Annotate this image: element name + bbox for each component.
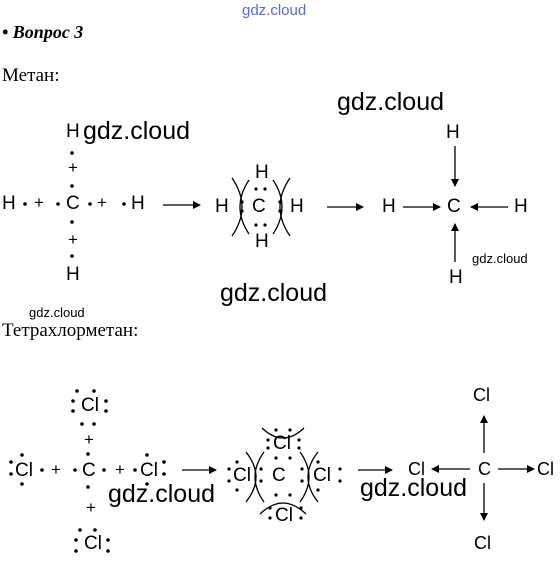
watermark: gdz.cloud <box>220 279 328 307</box>
methane-h-top: H <box>66 121 80 142</box>
methane-h-top: H <box>255 162 269 183</box>
methane-h-left: H <box>382 196 396 217</box>
methane-h-top: H <box>446 122 460 143</box>
methane-plus: + <box>68 230 78 249</box>
ccl4-plus: + <box>115 460 125 479</box>
methane-c-center: C <box>66 193 80 214</box>
methane-h-right: H <box>514 196 528 217</box>
ccl4-cl-right: Cl <box>537 459 554 479</box>
methane-h-bottom: H <box>66 264 80 285</box>
ccl4-c-center: C <box>272 465 286 486</box>
ccl4-cl-bottom: Cl <box>275 505 293 526</box>
ccl4-cl-top: Cl <box>473 385 490 405</box>
methane-plus: + <box>34 193 44 212</box>
ccl4-cl-bottom: Cl <box>84 533 102 554</box>
ccl4-plus: + <box>86 498 96 517</box>
ccl4-cl-left: Cl <box>233 465 251 486</box>
methane-h-bottom: H <box>255 231 269 252</box>
methane-h-left: H <box>215 196 229 217</box>
ccl4-cl-left: Cl <box>15 460 33 481</box>
methane-c-center: C <box>447 196 461 217</box>
methane-h-left: H <box>2 193 16 214</box>
ccl4-title: Тетрахлорметан: <box>2 320 139 341</box>
watermark: gdz.cloud <box>108 480 216 508</box>
ccl4-c-center: C <box>478 459 491 479</box>
watermark: gdz.cloud <box>337 88 445 116</box>
ccl4-plus: + <box>84 430 94 449</box>
methane-h-bottom: H <box>449 267 463 288</box>
methane-title: Метан: <box>2 65 60 86</box>
question-heading: • Вопрос 3 <box>2 22 84 42</box>
methane-h-right: H <box>131 193 145 214</box>
ccl4-plus: + <box>51 460 61 479</box>
ccl4-c-center: C <box>82 460 96 481</box>
ccl4-cl-bottom: Cl <box>474 533 491 553</box>
ccl4-cl-right: Cl <box>140 460 158 481</box>
watermark: gdz.cloud <box>472 251 528 266</box>
watermark-top: gdz.cloud <box>242 2 307 19</box>
methane-plus: + <box>68 158 78 177</box>
watermark: gdz.cloud <box>29 305 85 320</box>
methane-plus: + <box>97 193 107 212</box>
ccl4-cl-right: Cl <box>313 465 331 486</box>
methane-h-right: H <box>290 196 304 217</box>
watermark: gdz.cloud <box>360 474 468 502</box>
methane-c-center: C <box>252 196 266 217</box>
ccl4-cl-left: Cl <box>408 459 425 479</box>
watermark: gdz.cloud <box>83 117 191 145</box>
ccl4-cl-top: Cl <box>81 395 99 416</box>
